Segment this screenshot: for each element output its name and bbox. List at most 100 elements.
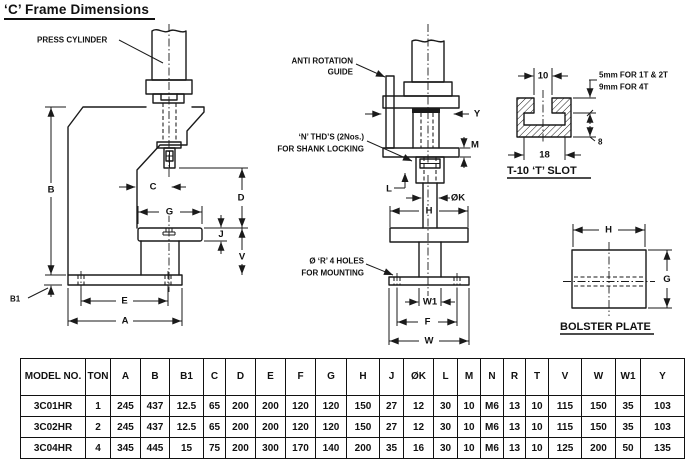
dim-label-D: D — [238, 193, 245, 204]
table-cell: 16 — [403, 437, 434, 459]
table-cell: 150 — [346, 416, 380, 438]
table-cell: 437 — [140, 416, 170, 438]
column-header: M — [457, 358, 481, 396]
table-cell: 4 — [85, 437, 111, 459]
table-cell: 300 — [255, 437, 286, 459]
column — [418, 241, 442, 278]
bolster-side — [389, 227, 469, 243]
dim-label-J: J — [218, 229, 223, 240]
table-cell: 15 — [169, 437, 204, 459]
column-header: J — [379, 358, 404, 396]
base-plate-side — [388, 276, 470, 286]
column-header: ØK — [403, 358, 434, 396]
mounting-holes — [393, 277, 461, 285]
table-cell: M6 — [480, 416, 504, 438]
column-header: W — [581, 358, 616, 396]
column-header: L — [433, 358, 458, 396]
dim-label-B1: B1 — [10, 295, 21, 304]
table-cell: 30 — [433, 416, 458, 438]
table-cell: 115 — [548, 416, 582, 438]
table-cell: 10 — [457, 395, 481, 417]
t-slot-title: T-10 ‘T’ SLOT — [507, 165, 577, 177]
table-cell: 200 — [225, 395, 256, 417]
column-header: D — [225, 358, 256, 396]
table-cell: 12.5 — [169, 395, 204, 417]
table-cell: 10 — [457, 416, 481, 438]
table-cell: 135 — [640, 437, 685, 459]
table-cell: 120 — [285, 395, 316, 417]
table-cell: 3C01HR — [20, 395, 86, 417]
column-header: TON — [85, 358, 111, 396]
table-cell: 200 — [255, 416, 286, 438]
table-cell: 115 — [548, 395, 582, 417]
table-cell: 13 — [503, 395, 526, 417]
anti-rotation-label-2: GUIDE — [328, 68, 354, 77]
table-cell: 13 — [503, 416, 526, 438]
dim-label-L: L — [386, 184, 392, 195]
frame-outline-right — [136, 106, 205, 229]
column-header: A — [110, 358, 141, 396]
table-cell: 35 — [615, 416, 641, 438]
n-thds-label-1: ‘N’ THD’S (2Nos.) — [299, 133, 365, 142]
table-cell: 10 — [525, 395, 549, 417]
table-cell: 200 — [255, 395, 286, 417]
table-cell: 120 — [285, 416, 316, 438]
column-header: R — [503, 358, 526, 396]
table-row: 3C04HR 4 345 445 15 75 200 300 170 140 2… — [20, 437, 685, 459]
page-title: ‘C’ Frame Dimensions — [4, 2, 156, 20]
dimension-table: MODEL NO. TON A B B1 C D E F G H J ØK L … — [20, 358, 685, 459]
table-cell: 200 — [346, 437, 380, 459]
bolster-plate-title: BOLSTER PLATE — [560, 321, 651, 333]
t-slot-note-2: 9mm FOR 4T — [599, 83, 648, 92]
ram-rod — [422, 182, 438, 229]
table-cell: 437 — [140, 395, 170, 417]
table-cell: 103 — [640, 416, 685, 438]
mounting-holes — [77, 275, 172, 285]
table-cell: 150 — [346, 395, 380, 417]
dim-label-H: H — [426, 206, 433, 217]
anti-rotation-guide-bar — [385, 75, 395, 149]
table-cell: 170 — [285, 437, 316, 459]
column-header: F — [285, 358, 316, 396]
table-cell: 50 — [615, 437, 641, 459]
n-thds-label-2: FOR SHANK LOCKING — [277, 145, 364, 154]
table-cell: 3C04HR — [20, 437, 86, 459]
dim-label-bolster-G: G — [663, 274, 670, 285]
r-holes-label-1: Ø ‘R’ 4 HOLES — [309, 257, 364, 266]
table-cell: 65 — [203, 416, 226, 438]
dim-label-bolster-H: H — [605, 225, 612, 236]
column-header: G — [315, 358, 347, 396]
ram-hidden-lines — [162, 103, 177, 142]
table-cell: 200 — [225, 437, 256, 459]
table-cell: 30 — [433, 395, 458, 417]
table-header-row: MODEL NO. TON A B B1 C D E F G H J ØK L … — [20, 358, 685, 396]
table-cell: 65 — [203, 395, 226, 417]
table-row: 3C01HR 1 245 437 12.5 65 200 200 120 120… — [20, 395, 685, 417]
press-cylinder-side — [411, 39, 445, 83]
bolster-front — [137, 227, 203, 242]
column-header: C — [203, 358, 226, 396]
table-cell: 150 — [581, 416, 616, 438]
table-cell: 200 — [225, 416, 256, 438]
dim-label-G: G — [166, 207, 173, 218]
dim-label-B: B — [48, 185, 55, 196]
dim-label-10: 10 — [538, 71, 549, 82]
shank-block — [415, 156, 445, 184]
table-cell: 13 — [503, 437, 526, 459]
table-cell: 120 — [315, 416, 347, 438]
dim-label-OK: ØK — [451, 193, 465, 204]
table-cell: 445 — [140, 437, 170, 459]
table-cell: 3C02HR — [20, 416, 86, 438]
column-header: W1 — [615, 358, 641, 396]
column-header: Y — [640, 358, 685, 396]
frame-outline-left — [67, 106, 147, 276]
table-cell: 1 — [85, 395, 111, 417]
table-cell: 27 — [379, 416, 404, 438]
table-cell: 12.5 — [169, 416, 204, 438]
dim-label-W1: W1 — [423, 297, 438, 308]
table-cell: 150 — [581, 395, 616, 417]
table-cell: 10 — [525, 416, 549, 438]
column-header: N — [480, 358, 504, 396]
table-cell: M6 — [480, 437, 504, 459]
